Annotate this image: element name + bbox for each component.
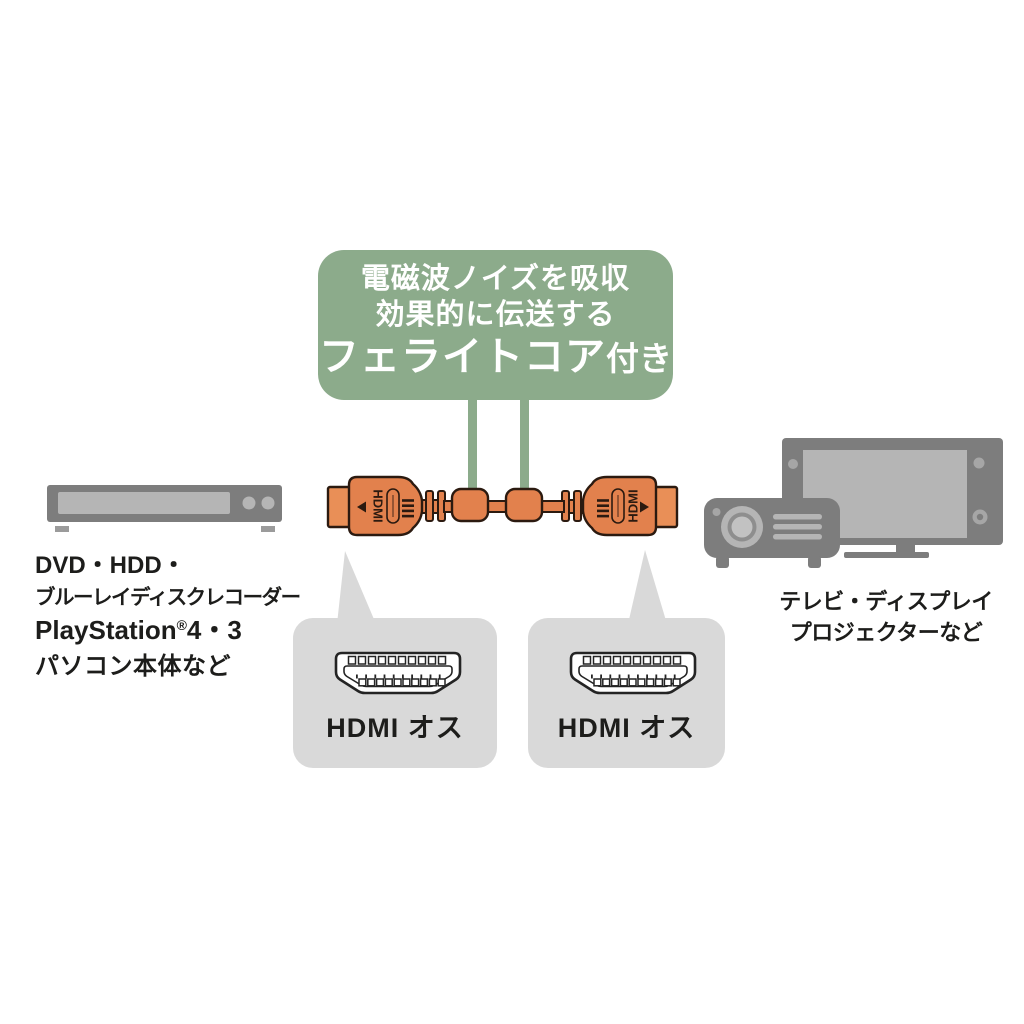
projector-lens-outer [721, 506, 763, 548]
registered-mark: ® [176, 617, 187, 633]
hdmi-male-bubble-right: HDMI オス [528, 618, 725, 768]
tv-screw-top-left [788, 459, 798, 469]
bubble-tail-right [628, 550, 667, 624]
arrow-icon-left [357, 501, 366, 513]
hdmi-logo-left: HDMI [371, 489, 386, 522]
projector-lens-ring [727, 512, 757, 542]
caption-projector: プロジェクターなど [789, 620, 983, 645]
recorder-button-1 [242, 496, 256, 510]
cable-connector-left [347, 475, 424, 537]
caption-pc: パソコン本体など [35, 653, 231, 680]
tv-screw-top-right [973, 457, 985, 469]
projector-icon [704, 498, 840, 568]
projector-vent-1 [773, 514, 822, 520]
recorder-foot-left [55, 526, 69, 532]
feature-line-2: 効果的に伝送する [375, 298, 616, 331]
dvd-recorder-icon [47, 485, 282, 532]
projector-foot-right [808, 556, 821, 568]
cable-wire [539, 500, 565, 513]
projector-vent-3 [773, 534, 822, 540]
caption-playstation: PlayStation®4・3 [35, 615, 242, 645]
projector-vent-2 [773, 524, 822, 530]
tv-stand-base [844, 552, 929, 558]
ferrite-pointer-line-left [468, 397, 477, 498]
display-devices-caption: テレビ・ディスプレイ プロジェクターなど [746, 586, 1024, 648]
tv-stand-neck [896, 545, 915, 554]
projector-body [704, 498, 840, 558]
caption-tv-display: テレビ・ディスプレイ [779, 589, 993, 614]
recorder-disc-tray [58, 492, 230, 514]
hdmi-male-label-left: HDMI オス [326, 713, 464, 743]
hdmi-male-label-right: HDMI オス [557, 713, 696, 743]
hdmi-logo-right: HDMI [626, 489, 641, 522]
tv-icon [782, 438, 1003, 558]
cable-plug-tip-left [326, 485, 353, 529]
caption-dvd-hdd: DVD・HDD・ [35, 552, 186, 579]
cable-connector-right [581, 475, 658, 537]
arrow-icon-right [640, 501, 649, 513]
tv-frame [782, 438, 1003, 545]
tv-screen [803, 450, 967, 538]
projector-foot-left [716, 556, 729, 568]
recorder-foot-right [261, 526, 275, 532]
cable-plug-tip-right [652, 485, 679, 529]
recorder-body [47, 485, 282, 522]
bubble-tail-left [337, 551, 376, 624]
hdmi-cable-icon: HDMI HDMI [326, 475, 679, 537]
cable-wire [443, 500, 455, 513]
recorder-button-2 [261, 496, 275, 510]
feature-line-3-main: フェライトコア [319, 334, 606, 379]
grill-lines-right [597, 499, 609, 518]
grill-lines-left [402, 499, 414, 518]
cable-wire [485, 500, 509, 513]
spec-badge-left [386, 488, 400, 524]
feature-line-3: フェライトコア付き [318, 333, 673, 390]
projector-lens-center [731, 516, 753, 538]
feature-callout-box: 電磁波ノイズを吸収 効果的に伝送する フェライトコア付き [318, 250, 673, 400]
feature-line-1: 電磁波ノイズを吸収 [360, 262, 631, 295]
tv-screw-bottom-right [972, 509, 988, 525]
projector-indicator [712, 508, 721, 516]
caption-bluray-recorder: ブルーレイディスクレコーダー [35, 586, 301, 609]
spec-badge-right [611, 488, 625, 524]
strain-relief-left [425, 490, 434, 522]
strain-relief-right [561, 490, 570, 522]
hdmi-male-bubble-left: HDMI オス [293, 618, 497, 768]
ferrite-pointer-line-right [520, 397, 529, 498]
feature-line-3-suffix: 付き [606, 339, 672, 377]
source-devices-caption: DVD・HDD・ ブルーレイディスクレコーダー PlayStation®4・3 … [35, 551, 301, 682]
